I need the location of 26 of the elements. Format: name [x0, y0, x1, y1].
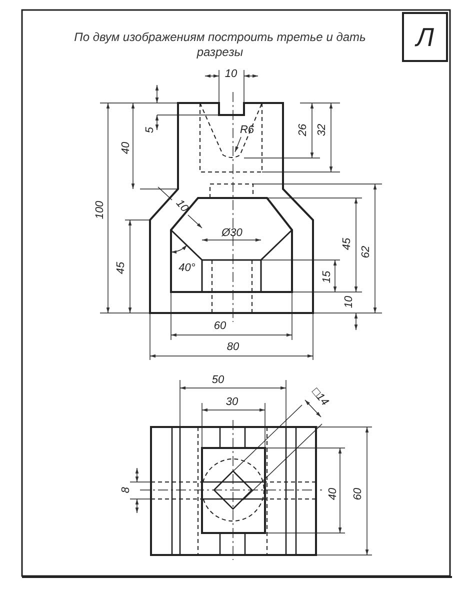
dimension-label: 10	[173, 197, 191, 215]
dimension-label: 15	[321, 270, 333, 284]
dimension-label: 45	[115, 262, 127, 274]
title: По двум изображениям построить третье и дать разрезы	[73, 30, 367, 60]
dimension-label: 62	[360, 246, 372, 258]
dimension-label: 40	[120, 142, 132, 154]
dimension-label: 100	[94, 200, 106, 220]
dimension-label: □14	[309, 386, 331, 408]
dimension-label: 5	[144, 126, 156, 134]
dimension-label: 40	[327, 488, 339, 500]
dimension-label: 40°	[178, 262, 196, 274]
sheet-letter-box	[402, 12, 448, 62]
dimension-label: 32	[316, 124, 328, 136]
dimension-label: 45	[341, 238, 353, 250]
dimension-label: R6	[240, 124, 254, 136]
dimension-label: 10	[343, 296, 355, 308]
dimension-label: 8	[120, 486, 132, 494]
dimension-label: Ø30	[222, 227, 242, 239]
sheet-letter: Л	[416, 22, 434, 52]
dimension-label: 80	[226, 341, 240, 353]
dimension-label: 60	[352, 488, 364, 500]
dimension-label: 26	[297, 124, 309, 136]
dimension-label: 30	[226, 396, 238, 408]
dimension-label: 50	[212, 374, 224, 386]
dimension-label: 10	[224, 68, 238, 80]
dimension-label: 60	[214, 320, 226, 332]
